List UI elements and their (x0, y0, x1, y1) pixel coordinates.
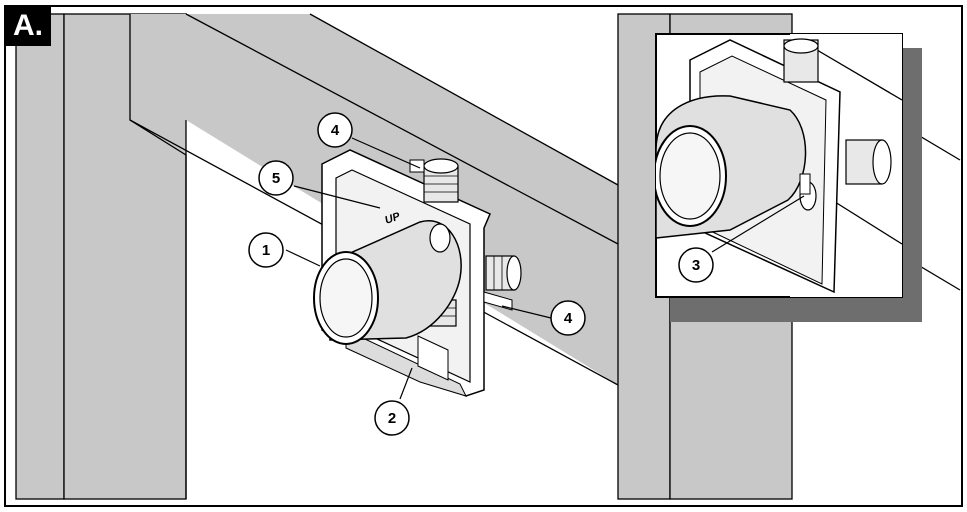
callout-5-label: 5 (272, 170, 280, 187)
step-label: A. (5, 6, 51, 46)
callout-3-label: 3 (692, 257, 700, 274)
detail-inset (655, 33, 922, 322)
callout-5: 5 (258, 160, 294, 196)
callout-2: 2 (374, 400, 410, 436)
callout-1: 1 (248, 232, 284, 268)
callout-2-label: 2 (388, 410, 396, 427)
valve-assembly: UP (313, 149, 522, 397)
callout-1-label: 1 (262, 242, 270, 259)
callout-3: 3 (678, 247, 714, 283)
callout-4-top-label: 4 (331, 122, 340, 139)
callout-4-side-label: 4 (564, 310, 573, 327)
callout-4-top: 4 (317, 112, 353, 148)
leader-lines (285, 137, 552, 400)
callout-4-side: 4 (550, 300, 586, 336)
valve-up-marking: UP (383, 210, 402, 227)
left-stud (15, 13, 187, 500)
